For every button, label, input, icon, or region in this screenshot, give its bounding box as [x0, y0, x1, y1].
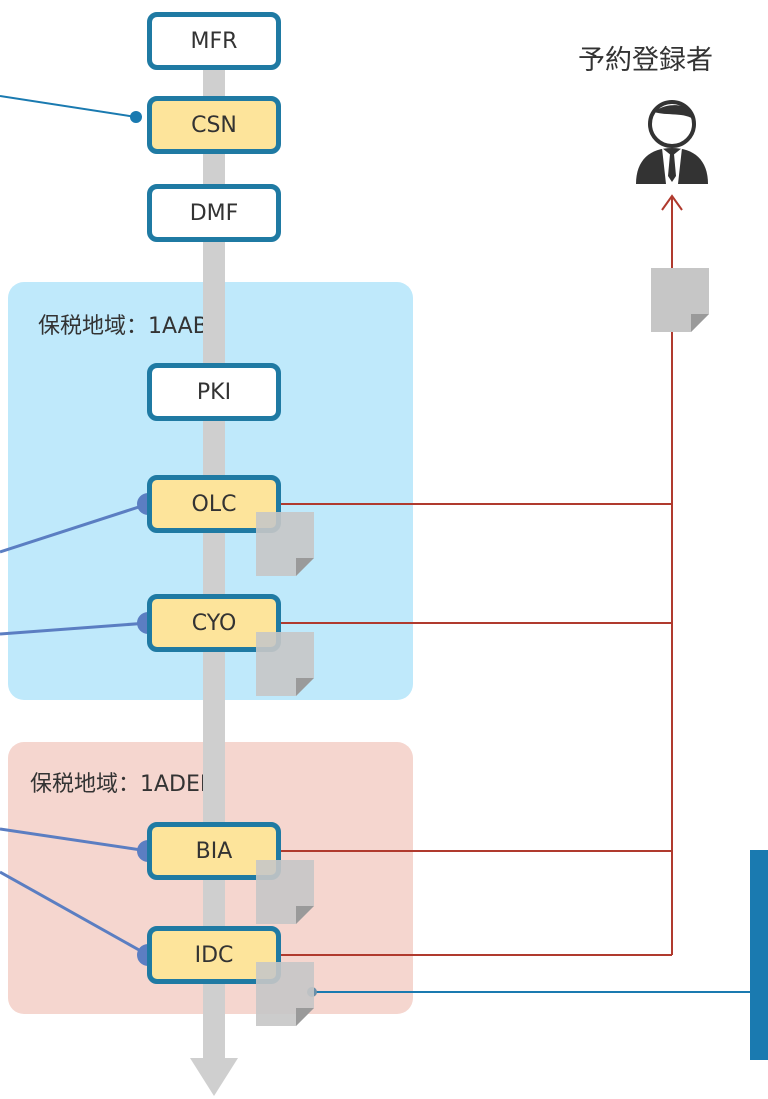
- status-label: CYO: [191, 610, 237, 636]
- document-icon: [651, 268, 709, 332]
- document-icon: [256, 632, 314, 696]
- notify-arrowhead: [661, 194, 683, 211]
- status-dmf: DMF: [147, 184, 281, 242]
- document-icon: [256, 512, 314, 576]
- csn-input-line: [0, 95, 137, 118]
- status-label: PKI: [196, 379, 232, 405]
- status-pki: PKI: [147, 363, 281, 421]
- flow-arrow-head: [190, 1058, 238, 1096]
- status-label: BIA: [195, 838, 233, 864]
- status-csn: CSN: [147, 96, 281, 154]
- olc-input-line: [0, 502, 149, 554]
- status-label: CSN: [191, 112, 237, 138]
- status-label: IDC: [194, 942, 234, 968]
- person-icon: [636, 100, 708, 184]
- side-panel-bar: [750, 850, 768, 1060]
- bonded-area-label: 保税地域：1ADEF: [30, 772, 213, 797]
- flow-arrow-shaft: [203, 40, 225, 1060]
- document-icon: [256, 860, 314, 924]
- status-mfr: MFR: [147, 12, 281, 70]
- status-olc: OLC: [147, 475, 281, 533]
- status-label: DMF: [189, 200, 239, 226]
- bia-input-line: [0, 827, 149, 853]
- document-icon: [256, 962, 314, 1026]
- status-cyo: CYO: [147, 594, 281, 652]
- cyo-input-line: [0, 621, 149, 636]
- idc-input-line: [0, 870, 149, 957]
- reservation-registrant-label: 予約登録者: [578, 45, 713, 76]
- status-label: OLC: [191, 491, 237, 517]
- status-label: MFR: [190, 28, 238, 54]
- csn-input-dot: [130, 111, 142, 123]
- bonded-area-label: 保税地域：1AABC: [38, 314, 223, 339]
